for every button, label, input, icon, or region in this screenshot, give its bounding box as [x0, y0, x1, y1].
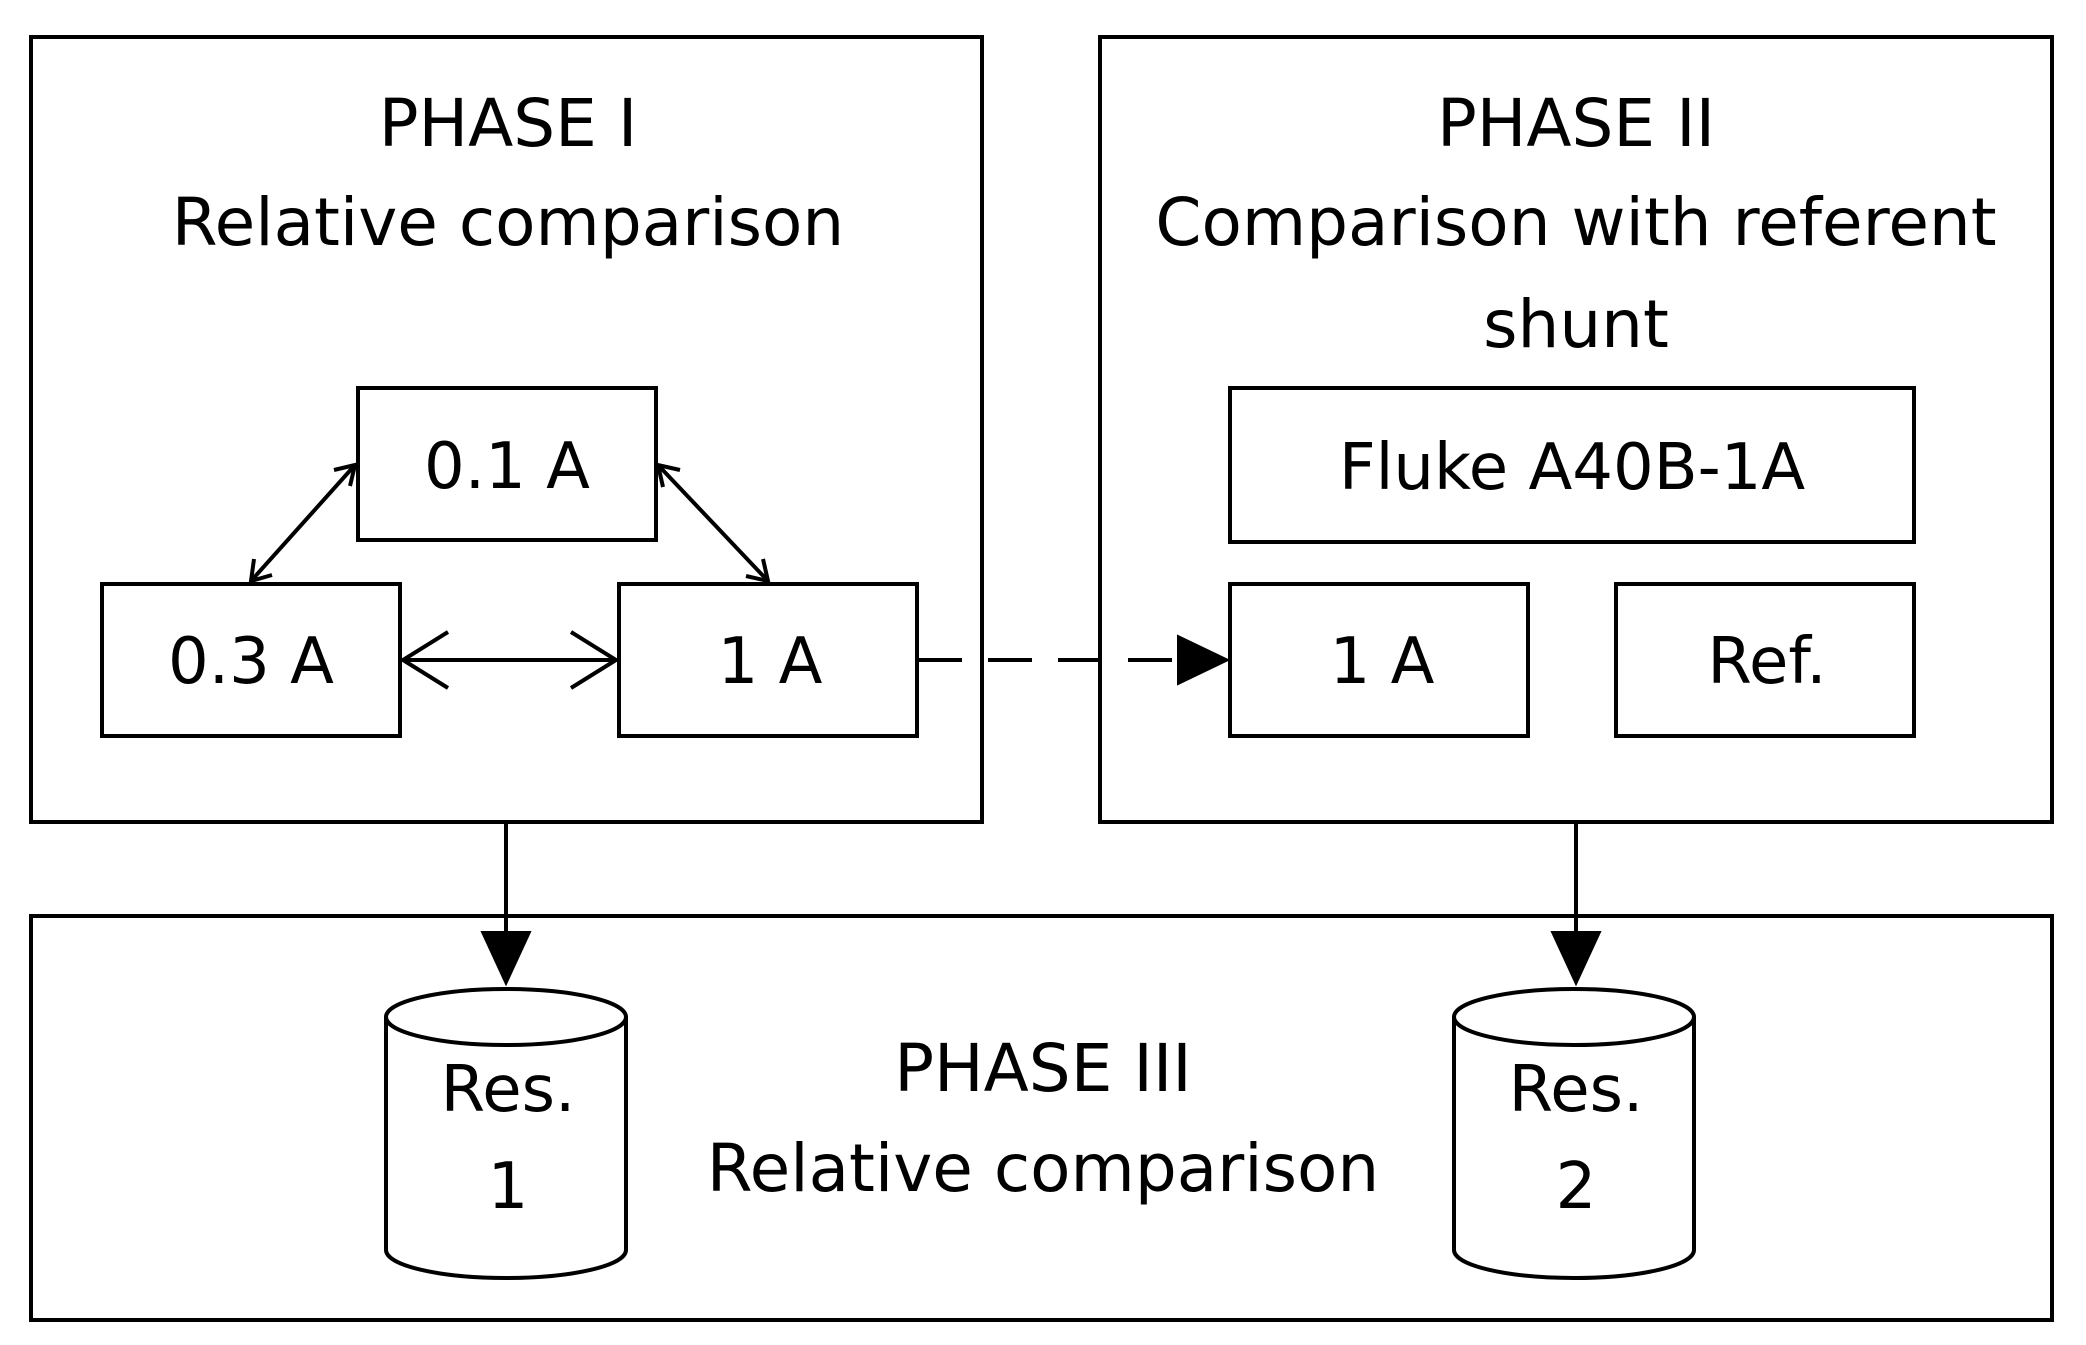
node-fluke-box [1228, 386, 1916, 544]
node-1-amp-phase-2-label: 1 A [1330, 625, 1435, 699]
arrow-0-1-to-0-3 [248, 462, 358, 584]
node-ref: Ref. [1614, 582, 1916, 738]
phase-1-panel: PHASE I Relative comparison 0.1 A 0.3 A … [29, 35, 984, 824]
node-1-amp-phase-1: 1 A [617, 582, 919, 738]
result-1-label-line-1: Res. [441, 1053, 576, 1127]
arrow-0-3-to-1 [399, 630, 620, 690]
node-0-3-amp-label: 0.3 A [168, 625, 334, 699]
phase-3-panel: PHASE III Relative comparison Res. 1 Res… [29, 914, 2054, 1322]
phase-3-subtitle: Relative comparison [707, 1130, 1380, 1207]
node-fluke: Fluke A40B-1A [1228, 386, 1916, 544]
result-1-label-line-2: 1 [488, 1150, 529, 1224]
dashed-arrow-1-amp [918, 634, 1231, 686]
node-ref-label: Ref. [1707, 625, 1826, 699]
result-2-label-line-1: Res. [1509, 1053, 1644, 1127]
node-0-3-amp: 0.3 A [100, 582, 402, 738]
phase-1-title: PHASE I [379, 85, 638, 162]
node-0-1-amp: 0.1 A [356, 386, 658, 542]
phase-3-title: PHASE III [894, 1030, 1192, 1107]
node-1-amp-phase-2: 1 A [1228, 582, 1530, 738]
result-1-cylinder: Res. 1 [384, 987, 628, 1280]
node-1-amp-phase-1-label: 1 A [718, 625, 823, 699]
phase-2-subtitle-line-2: shunt [1483, 286, 1669, 363]
phase-2-title: PHASE II [1437, 85, 1715, 162]
phase-1-subtitle: Relative comparison [172, 184, 845, 261]
node-fluke-label: Fluke A40B-1A [1339, 431, 1806, 505]
result-2-cylinder: Res. 2 [1452, 987, 1696, 1280]
phase-2-panel: PHASE II Comparison with referent shunt … [1098, 35, 2054, 824]
node-0-1-amp-label: 0.1 A [424, 430, 590, 504]
phase-2-subtitle-line-1: Comparison with referent [1155, 184, 1996, 261]
phase-3-box [29, 914, 2054, 1322]
result-2-label-line-2: 2 [1556, 1150, 1597, 1224]
arrow-phase-2-to-result-2 [1550, 822, 1602, 987]
arrow-0-1-to-1 [655, 462, 771, 584]
node-ref-box [1614, 582, 1916, 738]
arrow-phase-1-to-result-1 [480, 822, 532, 987]
